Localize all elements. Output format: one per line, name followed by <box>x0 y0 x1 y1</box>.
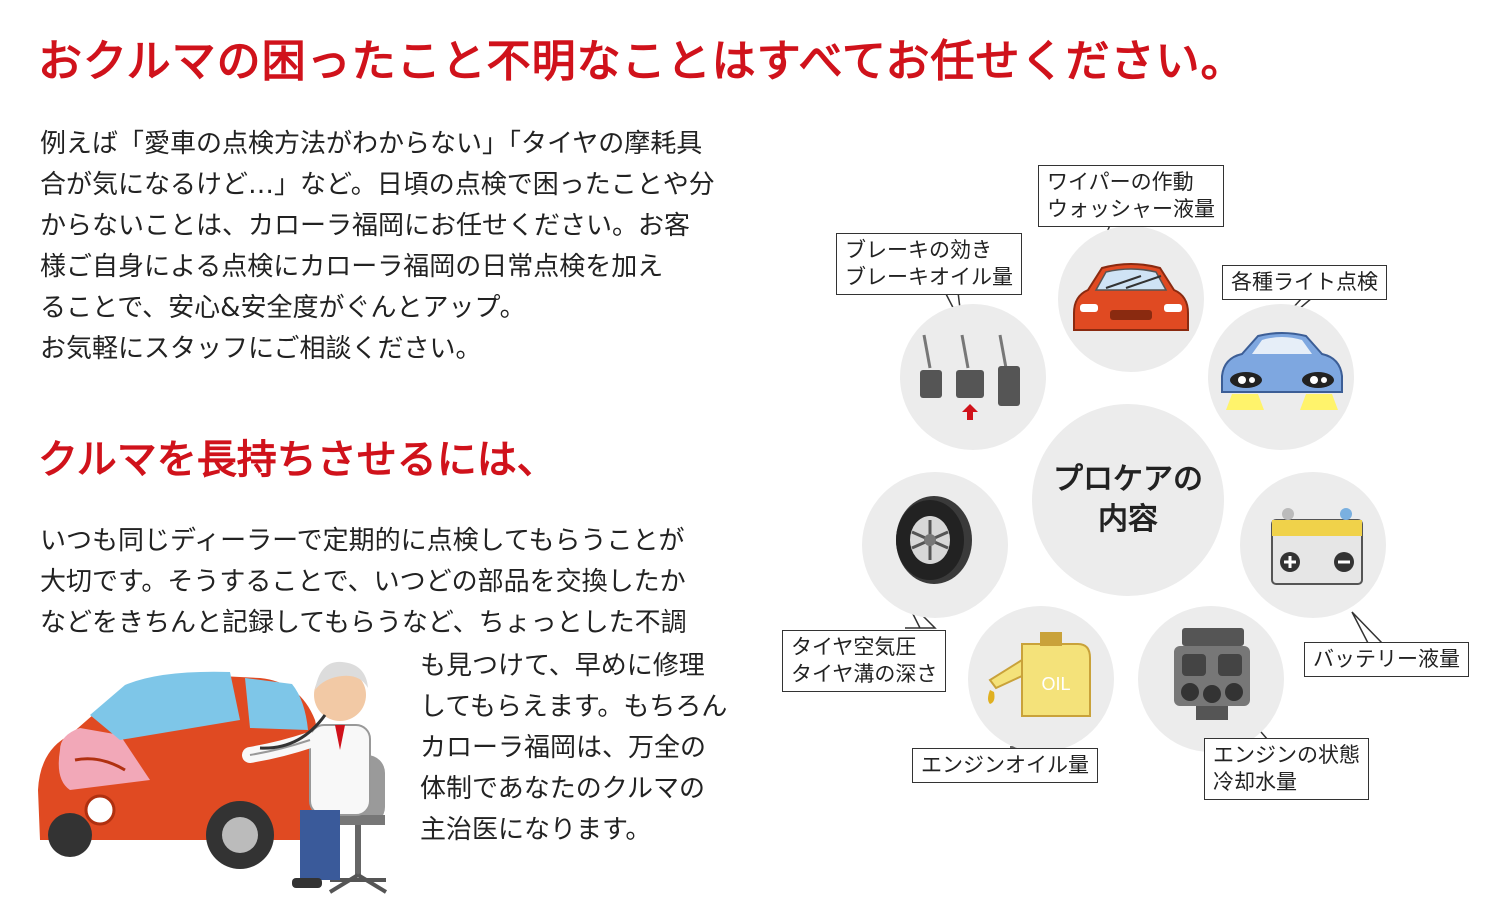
intro-line: お気軽にスタッフにご相談ください。 <box>40 334 482 364</box>
oil-label: OIL <box>1041 674 1070 694</box>
engine-icon <box>1174 628 1250 720</box>
body-paragraph-wrapped: も見つけて、早めに修理 してもらえます。もちろん カローラ福岡は、万全の 体制で… <box>420 646 727 851</box>
intro-line: ることで、安心&安全度がぐんとアップ。 <box>40 293 526 323</box>
intro-line: 様ご自身による点検にカローラ福岡の日常点検を加え <box>40 252 664 282</box>
body-line: も見つけて、早めに修理 <box>420 651 705 681</box>
oil-can-icon: OIL <box>988 632 1091 717</box>
intro-line: 合が気になるけど…」など。日頃の点検で困ったことや分 <box>40 170 715 200</box>
body-line: 主治医になります。 <box>420 815 652 845</box>
body-line: カローラ福岡は、万全の <box>420 733 707 763</box>
label-brake: ブレーキの効き ブレーキオイル量 <box>836 233 1022 295</box>
center-title-line2: 内容 <box>1098 502 1158 537</box>
body-line: してもらえます。もちろん <box>420 692 728 722</box>
label-wiper: ワイパーの作動 ウォッシャー液量 <box>1038 165 1224 227</box>
pedals-icon <box>920 334 1020 420</box>
label-engine: エンジンの状態 冷却水量 <box>1204 738 1369 800</box>
intro-line: 例えば「愛車の点検方法がわからない」「タイヤの摩耗具 <box>40 129 703 159</box>
body-line: いつも同じディーラーで定期的に点検してもらうことが <box>40 526 685 556</box>
label-battery: バッテリー液量 <box>1304 642 1469 677</box>
battery-icon <box>1271 508 1363 585</box>
label-light: 各種ライト点検 <box>1222 265 1387 300</box>
center-title-line1: プロケアの <box>1053 462 1203 497</box>
tire-icon <box>896 496 972 584</box>
body-line: 体制であなたのクルマの <box>420 774 705 804</box>
intro-line: からないことは、カローラ福岡にお任せください。お客 <box>40 211 691 241</box>
section-subheadline: クルマを長持ちさせるには、 <box>38 437 557 483</box>
car-doctor-illustration <box>38 661 388 894</box>
intro-paragraph: 例えば「愛車の点検方法がわからない」「タイヤの摩耗具 合が気になるけど…」など。… <box>40 124 715 370</box>
label-oil: エンジンオイル量 <box>912 748 1098 783</box>
headlights-icon <box>1221 332 1343 410</box>
body-line: 大切です。そうすることで、いつどの部品を交換したか <box>40 567 686 597</box>
page-headline: おクルマの困ったこと不明なことはすべてお任せください。 <box>38 36 1246 87</box>
car-front-icon <box>1073 263 1189 331</box>
body-paragraph-top: いつも同じディーラーで定期的に点検してもらうことが 大切です。そうすることで、い… <box>40 521 687 644</box>
diagram-center: プロケアの 内容 <box>1032 404 1224 596</box>
body-line: などをきちんと記録してもらうなど、ちょっとした不調 <box>40 608 687 638</box>
label-tire: タイヤ空気圧 タイヤ溝の深さ <box>782 630 947 692</box>
